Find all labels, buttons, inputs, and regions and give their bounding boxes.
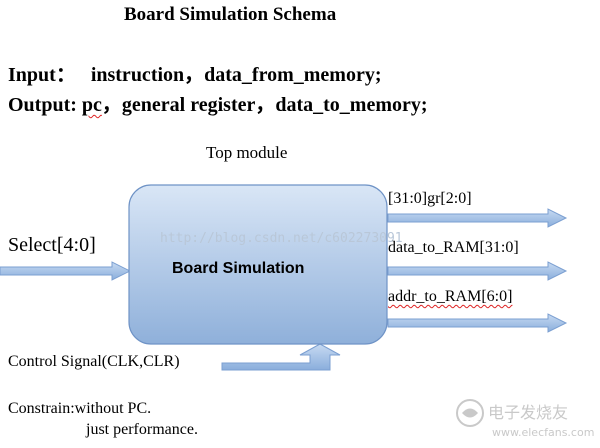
- output-label-gr: [31:0]gr[2:0]: [388, 190, 472, 207]
- select-input-arrow: [0, 261, 132, 281]
- top-module-label: Top module: [206, 143, 288, 162]
- output-line: Output: pc，general register，data_to_memo…: [8, 88, 428, 117]
- logo-url: www.elecfans.com: [492, 426, 594, 439]
- output-label-data-to-ram: data_to_RAM[31:0]: [388, 239, 519, 256]
- output-label: Output:: [8, 94, 77, 116]
- watermark-text: http://blog.csdn.net/c602273091: [160, 231, 403, 246]
- input-values: instruction，data_from_memory;: [90, 64, 382, 86]
- logo-brand: 电子发烧友: [488, 403, 568, 422]
- constrain-line-1: Constrain:without PC.: [8, 400, 152, 417]
- diagram-title: Board Simulation Schema: [124, 4, 337, 25]
- output-values: ，general register，data_to_memory;: [101, 94, 428, 116]
- data-to-ram-output-arrow: [387, 261, 568, 281]
- board-simulation-label: Board Simulation: [172, 260, 304, 277]
- addr-to-ram-output-arrow: [387, 313, 568, 333]
- output-pc: pc: [81, 94, 102, 116]
- gr-output-arrow: [387, 208, 568, 228]
- select-input-label: Select[4:0]: [8, 234, 96, 256]
- elecfans-logo: 电子发烧友 www.elecfans.com: [456, 399, 594, 439]
- control-signal-label: Control Signal(CLK,CLR): [8, 353, 180, 370]
- board-simulation-block: [128, 184, 388, 345]
- control-signal-arrow: [221, 343, 341, 371]
- input-label: Input：: [8, 64, 76, 86]
- output-label-addr-to-ram: addr_to_RAM[6:0]: [388, 288, 513, 305]
- constrain-line-2: just performance.: [86, 421, 198, 438]
- input-line: Input： instruction，data_from_memory;: [8, 58, 382, 87]
